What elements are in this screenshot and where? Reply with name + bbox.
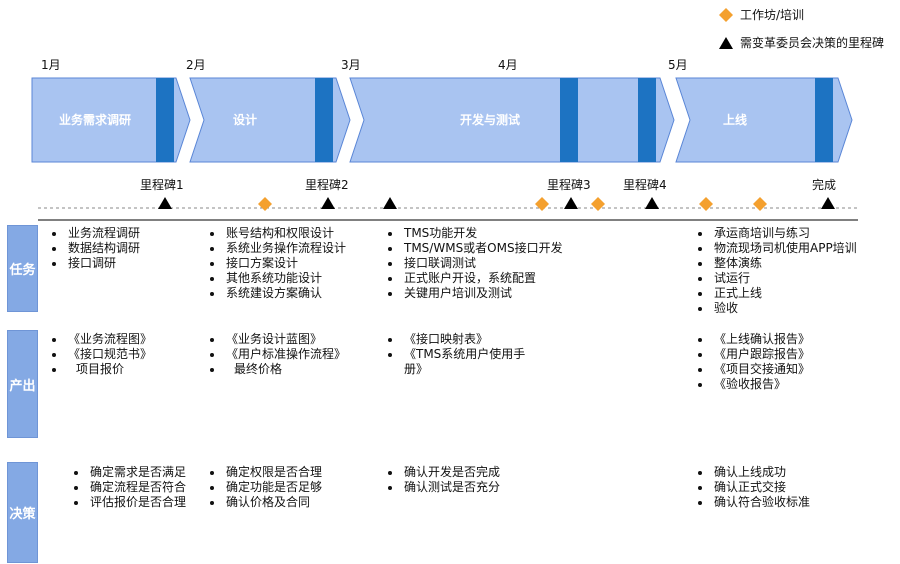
list-item: 其他系统功能设计: [208, 271, 346, 286]
list-item: 最终价格: [208, 362, 346, 377]
phase-bar: [815, 78, 833, 162]
list-item: 《接口规范书》: [50, 347, 152, 362]
milestone-label: 里程碑2: [305, 178, 349, 192]
list-item: 确认开发是否完成: [386, 465, 500, 480]
list-item: 业务流程调研: [50, 226, 140, 241]
list-item: 确定需求是否满足: [72, 465, 186, 480]
list-item: 评估报价是否合理: [72, 495, 186, 510]
phase-label: 业务需求调研: [58, 113, 131, 127]
milestone-triangle-icon: [383, 197, 397, 209]
milestone-triangle-icon: [321, 197, 335, 209]
phase-label: 设计: [232, 113, 257, 127]
list-item: 《上线确认报告》: [696, 332, 810, 347]
workshop-diamond-icon: [753, 197, 767, 211]
list-item: 确定功能是否足够: [208, 480, 322, 495]
legend-milestone: 需变革委员会决策的里程碑: [718, 34, 884, 51]
phase-timeline: [31, 77, 853, 163]
list-item: 《业务设计蓝图》: [208, 332, 346, 347]
list-item: 接口联调测试: [386, 256, 563, 271]
row-label-outputs: 产出: [7, 330, 38, 438]
month-label: 1月: [41, 58, 61, 72]
list-item: 项目报价: [50, 362, 152, 377]
list-item: 《接口映射表》: [386, 332, 536, 347]
workshop-diamond-icon: [535, 197, 549, 211]
milestone-label: 里程碑1: [140, 178, 184, 192]
list-item: 《项目交接通知》: [696, 362, 810, 377]
list-item: 确认价格及合同: [208, 495, 322, 510]
tasks-column: 业务流程调研 数据结构调研 接口调研: [50, 226, 140, 271]
decisions-column: 确定需求是否满足 确定流程是否符合 评估报价是否合理: [72, 465, 186, 510]
month-label: 3月: [341, 58, 361, 72]
list-item: 接口调研: [50, 256, 140, 271]
milestone-triangle-icon: [158, 197, 172, 209]
outputs-column: 《上线确认报告》 《用户跟踪报告》 《项目交接通知》 《验收报告》: [696, 332, 810, 392]
diamond-icon: [719, 7, 733, 22]
list-item: 物流现场司机使用APP培训: [696, 241, 857, 256]
list-item: 确认上线成功: [696, 465, 810, 480]
milestone-label: 里程碑3: [547, 178, 591, 192]
milestone-triangle-icon: [821, 197, 835, 209]
workshop-diamond-icon: [591, 197, 605, 211]
decisions-column: 确认开发是否完成 确认测试是否充分: [386, 465, 500, 495]
workshop-diamond-icon: [699, 197, 713, 211]
list-item: 关键用户培训及测试: [386, 286, 563, 301]
list-item: 《用户标准操作流程》: [208, 347, 346, 362]
phase-label: 开发与测试: [459, 113, 520, 127]
list-item: 正式上线: [696, 286, 857, 301]
legend-workshop: 工作坊/培训: [718, 6, 804, 23]
list-item: 正式账户开设，系统配置: [386, 271, 563, 286]
tasks-column: 承运商培训与练习 物流现场司机使用APP培训 整体演练 试运行 正式上线 验收: [696, 226, 857, 316]
list-item: 接口方案设计: [208, 256, 346, 271]
month-label: 4月: [498, 58, 518, 72]
marker-timeline: [38, 197, 858, 221]
list-item: 试运行: [696, 271, 857, 286]
decisions-column: 确定权限是否合理 确定功能是否足够 确认价格及合同: [208, 465, 322, 510]
list-item: 确认符合验收标准: [696, 495, 810, 510]
legend-workshop-label: 工作坊/培训: [740, 8, 805, 22]
triangle-icon: [719, 36, 733, 49]
list-item: 确认测试是否充分: [386, 480, 500, 495]
phase-bar: [315, 78, 333, 162]
milestone-label: 里程碑4: [623, 178, 667, 192]
row-label-decisions: 决策: [7, 462, 38, 563]
list-item: 确定流程是否符合: [72, 480, 186, 495]
list-item: 数据结构调研: [50, 241, 140, 256]
list-item: 《验收报告》: [696, 377, 810, 392]
milestone-triangle-icon: [645, 197, 659, 209]
list-item: 整体演练: [696, 256, 857, 271]
outputs-column: 《业务设计蓝图》 《用户标准操作流程》 最终价格: [208, 332, 346, 377]
decisions-column: 确认上线成功 确认正式交接 确认符合验收标准: [696, 465, 810, 510]
list-item: 账号结构和权限设计: [208, 226, 346, 241]
phase-bar: [560, 78, 578, 162]
phase-chevron: [31, 77, 191, 163]
list-item: 系统建设方案确认: [208, 286, 346, 301]
phase-bar: [638, 78, 656, 162]
legend-milestone-label: 需变革委员会决策的里程碑: [740, 36, 885, 50]
tasks-column: TMS功能开发 TMS/WMS或者OMS接口开发 接口联调测试 正式账户开设，系…: [386, 226, 563, 301]
row-label-tasks: 任务: [7, 225, 38, 312]
phase-label: 上线: [722, 113, 747, 127]
workshop-diamond-icon: [258, 197, 272, 211]
phase-bar: [156, 78, 174, 162]
outputs-column: 《业务流程图》 《接口规范书》 项目报价: [50, 332, 152, 377]
tasks-column: 账号结构和权限设计 系统业务操作流程设计 接口方案设计 其他系统功能设计 系统建…: [208, 226, 346, 301]
list-item: TMS/WMS或者OMS接口开发: [386, 241, 563, 256]
list-item: TMS功能开发: [386, 226, 563, 241]
outputs-column: 《接口映射表》 《TMS系统用户使用手册》: [386, 332, 536, 377]
milestone-label: 完成: [812, 178, 837, 192]
list-item: 确定权限是否合理: [208, 465, 322, 480]
list-item: 确认正式交接: [696, 480, 810, 495]
list-item: 《TMS系统用户使用手册》: [386, 347, 536, 377]
milestone-triangle-icon: [564, 197, 578, 209]
list-item: 验收: [696, 301, 857, 316]
phase-chevron: [349, 77, 675, 163]
phase-chevron: [675, 77, 853, 163]
phase-chevron: [189, 77, 351, 163]
list-item: 系统业务操作流程设计: [208, 241, 346, 256]
list-item: 承运商培训与练习: [696, 226, 857, 241]
list-item: 《用户跟踪报告》: [696, 347, 810, 362]
month-label: 5月: [668, 58, 688, 72]
month-label: 2月: [186, 58, 206, 72]
list-item: 《业务流程图》: [50, 332, 152, 347]
